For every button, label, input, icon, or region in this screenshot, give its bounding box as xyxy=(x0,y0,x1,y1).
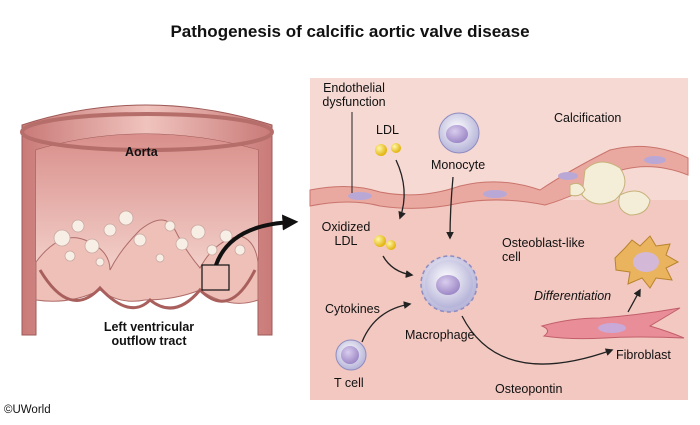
calcification-label: Calcification xyxy=(554,111,622,125)
monocyte-label: Monocyte xyxy=(431,158,486,172)
diagram-title: Pathogenesis of calcific aortic valve di… xyxy=(170,22,530,41)
cytokines-label: Cytokines xyxy=(325,302,380,316)
osteopontin-label: Osteopontin xyxy=(495,382,563,396)
fibroblast-cell xyxy=(540,307,685,340)
monocyte-cell xyxy=(438,112,480,154)
osteoblast-like-cell xyxy=(614,235,680,289)
aorta-label: Aorta xyxy=(125,145,158,159)
fibroblast-label: Fibroblast xyxy=(616,348,671,362)
endothelial-dysfunction-label: Endothelial dysfunction xyxy=(322,81,386,109)
pathogenesis-panel xyxy=(309,78,689,400)
oxidized-ldl-label: Oxidized LDL xyxy=(321,220,371,248)
copyright-credit: ©UWorld xyxy=(4,404,51,416)
ldl-particles xyxy=(375,143,401,156)
calcification-deposits xyxy=(569,161,651,216)
differentiation-label: Differentiation xyxy=(534,289,612,303)
macrophage-cell xyxy=(420,255,478,313)
t-cell xyxy=(335,339,367,371)
t-cell-label: T cell xyxy=(334,376,364,390)
ldl-label: LDL xyxy=(376,123,399,137)
aortic-valve-illustration xyxy=(20,104,299,336)
oxidized-ldl-particles xyxy=(374,235,396,250)
osteoblast-like-cell-label: Osteoblast-like cell xyxy=(502,236,585,264)
lv-outflow-label: Left ventricular outflow tract xyxy=(103,320,195,348)
macrophage-label: Macrophage xyxy=(405,328,475,342)
